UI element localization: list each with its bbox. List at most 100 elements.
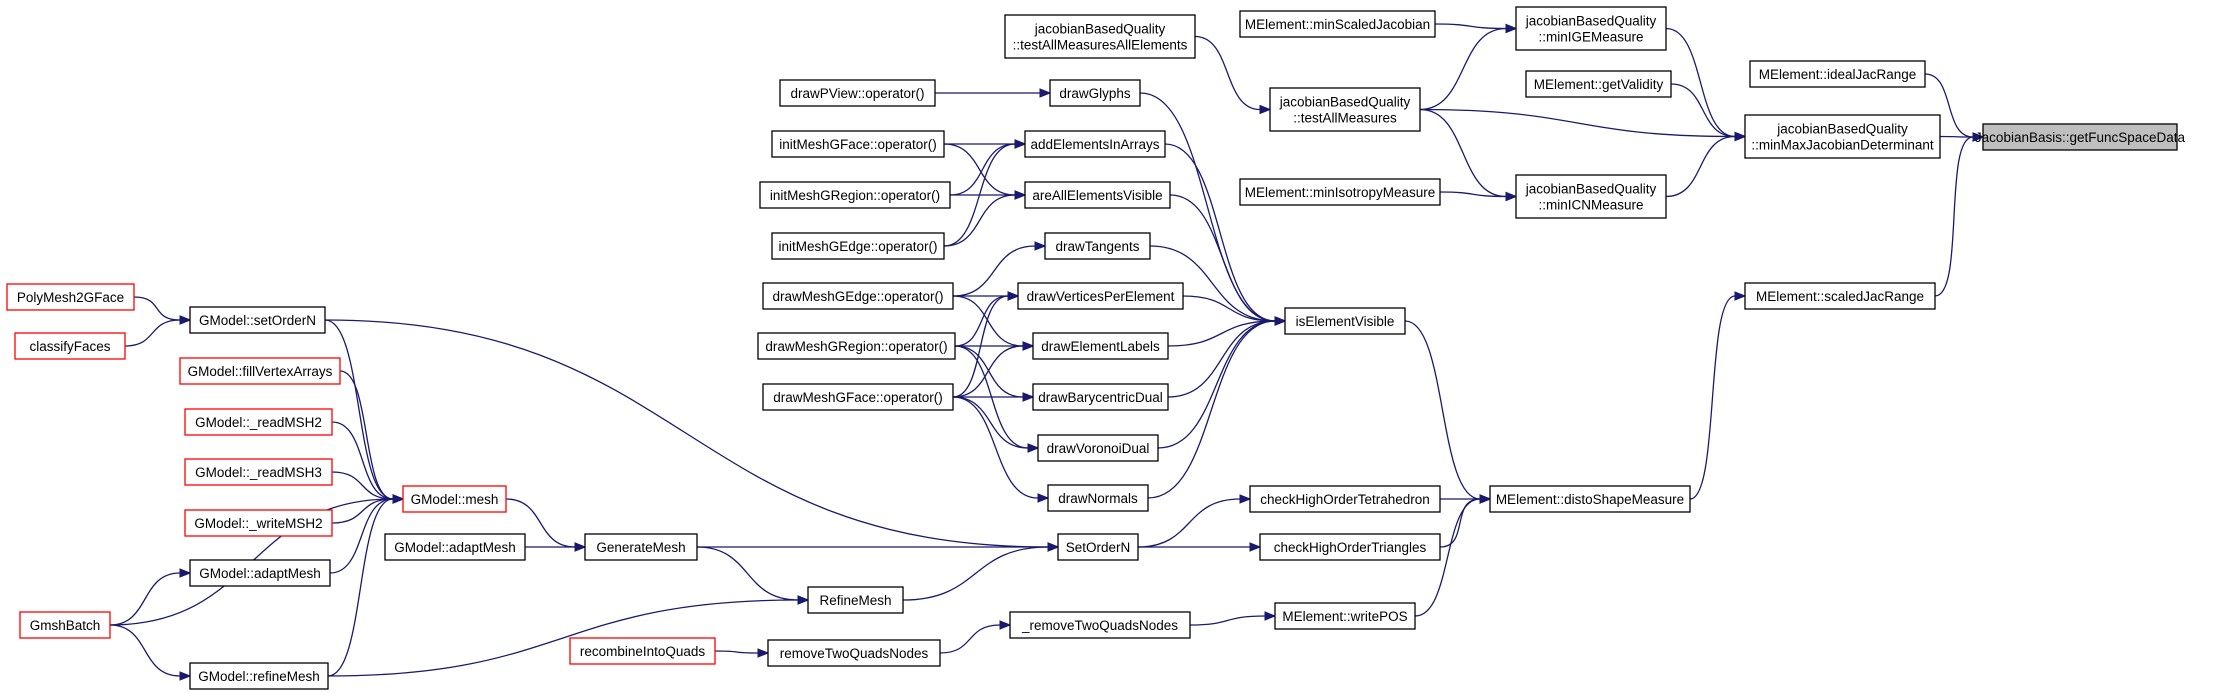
- node-polymesh2gface[interactable]: PolyMesh2GFace: [6, 283, 135, 311]
- node-gmodel-fillvertexarrays[interactable]: GModel::fillVertexArrays: [179, 357, 341, 385]
- edge-arrowhead: [1734, 291, 1747, 301]
- node-box: [1259, 533, 1441, 561]
- node-box: [1009, 611, 1191, 639]
- node-refinemesh[interactable]: RefineMesh: [807, 586, 904, 614]
- node-classifyfaces[interactable]: classifyFaces: [14, 332, 126, 360]
- node-melement-minisotropymeasure[interactable]: MElement::minIsotropyMeasure: [1239, 178, 1441, 206]
- node-checkhighordertetrahedron[interactable]: checkHighOrderTetrahedron: [1249, 485, 1441, 513]
- node-drawmeshgedge-operator[interactable]: drawMeshGEdge::operator(): [762, 282, 954, 310]
- node-gmodel-readmsh3[interactable]: GModel::_readMSH3: [184, 458, 333, 486]
- edge-line: [954, 345, 1024, 398]
- node-label: GModel::refineMesh: [198, 669, 320, 684]
- node-label: drawVoronoiDual: [1047, 441, 1150, 456]
- node-box: [762, 383, 954, 411]
- node-label: checkHighOrderTetrahedron: [1260, 492, 1430, 507]
- node-jacobianbasis-getfuncspacedata[interactable]: JacobianBasis::getFuncSpaceData: [1975, 123, 2186, 151]
- node-drawnormals[interactable]: drawNormals: [1047, 484, 1149, 512]
- node-drawmeshgregion-operator[interactable]: drawMeshGRegion::operator(): [757, 332, 956, 360]
- edge-recombine-to-removeTwoQuadsNodes: [714, 648, 770, 658]
- node-jacobianbasedquality-minicnmeasure[interactable]: jacobianBasedQuality::minICNMeasure: [1515, 174, 1667, 219]
- node-drawelementlabels[interactable]: drawElementLabels: [1032, 332, 1169, 360]
- edge-line: [327, 498, 394, 677]
- node-label: jacobianBasedQuality: [1034, 22, 1166, 37]
- node-initmeshgregion-operator[interactable]: initMeshGRegion::operator(): [759, 181, 951, 209]
- node-removetwoquadsnodes[interactable]: removeTwoQuadsNodes: [767, 639, 941, 667]
- node-drawmeshgface-operator[interactable]: drawMeshGFace::operator(): [762, 383, 954, 411]
- node-checkhighordertriangles[interactable]: checkHighOrderTriangles: [1259, 533, 1441, 561]
- node-label: SetOrderN: [1066, 540, 1131, 555]
- node-label: GenerateMesh: [596, 540, 685, 555]
- edge-line: [1404, 320, 1481, 500]
- node-areallelementsvisible[interactable]: areAllElementsVisible: [1024, 181, 1171, 209]
- edge-arrowhead: [392, 494, 405, 504]
- node-gmodel-setordern[interactable]: GModel::setOrderN: [189, 306, 326, 334]
- node-drawbarycentricdual[interactable]: drawBarycentricDual: [1032, 383, 1169, 411]
- node-label: jacobianBasedQuality: [1279, 95, 1411, 110]
- node-box: [14, 332, 126, 360]
- node-box: [1749, 60, 1926, 88]
- node-gmshbatch[interactable]: GmshBatch: [19, 611, 111, 639]
- node-box: [1049, 79, 1141, 107]
- node-jacobianbasedquality-testallmeasuresallelements[interactable]: jacobianBasedQuality::testAllMeasuresAll…: [1004, 14, 1196, 59]
- edge-setOrderN-to-checkHOTri: [1138, 542, 1262, 552]
- node-removetwoquadsnodes[interactable]: _removeTwoQuadsNodes: [1009, 611, 1191, 639]
- edge-line: [949, 143, 1016, 196]
- node-melement-distoshapemeasure[interactable]: MElement::distoShapeMeasure: [1489, 485, 1691, 513]
- node-setordern[interactable]: SetOrderN: [1057, 533, 1139, 561]
- edge-checkHOTri-to-distoShape: [1439, 494, 1492, 548]
- edge-line: [1157, 320, 1276, 449]
- node-label: ::minIGEMeasure: [1538, 30, 1643, 45]
- node-label: GModel::_readMSH2: [195, 415, 322, 430]
- node-box: [1037, 434, 1159, 462]
- node-initmeshgface-operator[interactable]: initMeshGFace::operator(): [771, 130, 945, 158]
- edge-arrowhead: [1479, 494, 1492, 504]
- node-box: [6, 283, 135, 311]
- node-label: GModel::adaptMesh: [199, 566, 321, 581]
- node-melement-getvalidity[interactable]: MElement::getValidity: [1525, 70, 1672, 98]
- node-drawvoronoidual[interactable]: drawVoronoiDual: [1037, 434, 1159, 462]
- edge-minIsotropy-to-minICN: [1439, 191, 1518, 202]
- node-gmodel-refinemesh[interactable]: GModel::refineMesh: [189, 662, 329, 690]
- node-label: isElementVisible: [1296, 314, 1395, 329]
- node-generatemesh[interactable]: GenerateMesh: [584, 533, 698, 561]
- edge-line: [696, 546, 799, 601]
- node-drawglyphs[interactable]: drawGlyphs: [1049, 79, 1141, 107]
- node-label: GModel::fillVertexArrays: [188, 364, 333, 379]
- node-addelementsinarrays[interactable]: addElementsInArrays: [1024, 130, 1166, 158]
- node-box: [184, 458, 333, 486]
- node-initmeshgedge-operator[interactable]: initMeshGEdge::operator(): [771, 232, 945, 260]
- node-melement-scaledjacrange[interactable]: MElement::scaledJacRange: [1744, 282, 1936, 310]
- node-recombineintoquads[interactable]: recombineIntoQuads: [569, 637, 716, 665]
- edge-line: [339, 370, 394, 500]
- node-melement-writepos[interactable]: MElement::writePOS: [1274, 602, 1416, 630]
- edge-line: [714, 650, 759, 654]
- edge-arrowhead: [1264, 611, 1277, 621]
- edge-arrowhead: [1039, 88, 1052, 98]
- node-gmodel-readmsh2[interactable]: GModel::_readMSH2: [184, 408, 333, 436]
- node-iselementvisible[interactable]: isElementVisible: [1284, 307, 1406, 335]
- node-jacobianbasedquality-minigemeasure[interactable]: jacobianBasedQuality::minIGEMeasure: [1515, 6, 1667, 51]
- node-drawpview-operator[interactable]: drawPView::operator(): [779, 79, 936, 107]
- node-melement-idealjacrange[interactable]: MElement::idealJacRange: [1749, 60, 1926, 88]
- node-jacobianbasedquality-testallmeasures[interactable]: jacobianBasedQuality::testAllMeasures: [1269, 87, 1421, 132]
- node-box: [1515, 174, 1667, 219]
- node-label: RefineMesh: [819, 593, 891, 608]
- node-jacobianbasedquality-minmaxjacobiandeterminant[interactable]: jacobianBasedQuality::minMaxJacobianDete…: [1744, 114, 1941, 159]
- node-gmodel-mesh[interactable]: GModel::mesh: [402, 485, 507, 513]
- edge-line: [1924, 73, 1974, 138]
- edge-arrowhead: [179, 315, 192, 325]
- node-label: MElement::getValidity: [1534, 77, 1664, 92]
- edge-arrowhead: [179, 671, 192, 681]
- node-drawverticesperelement[interactable]: drawVerticesPerElement: [1017, 282, 1184, 310]
- edge-line: [1665, 135, 1736, 198]
- node-gmodel-writemsh2[interactable]: GModel::_writeMSH2: [184, 509, 333, 537]
- edge-line: [324, 319, 1049, 548]
- node-gmodel-adaptmesh[interactable]: GModel::adaptMesh: [189, 559, 331, 587]
- node-label: ::minICNMeasure: [1538, 198, 1643, 213]
- node-drawtangents[interactable]: drawTangents: [1044, 232, 1151, 260]
- edge-areAllVisible-to-isElementVisible: [1169, 194, 1287, 326]
- edge-line: [331, 421, 394, 500]
- edge-line: [1169, 194, 1276, 322]
- node-gmodel-adaptmesh[interactable]: GModel::adaptMesh: [384, 533, 526, 561]
- node-melement-minscaledjacobian[interactable]: MElement::minScaledJacobian: [1239, 10, 1436, 38]
